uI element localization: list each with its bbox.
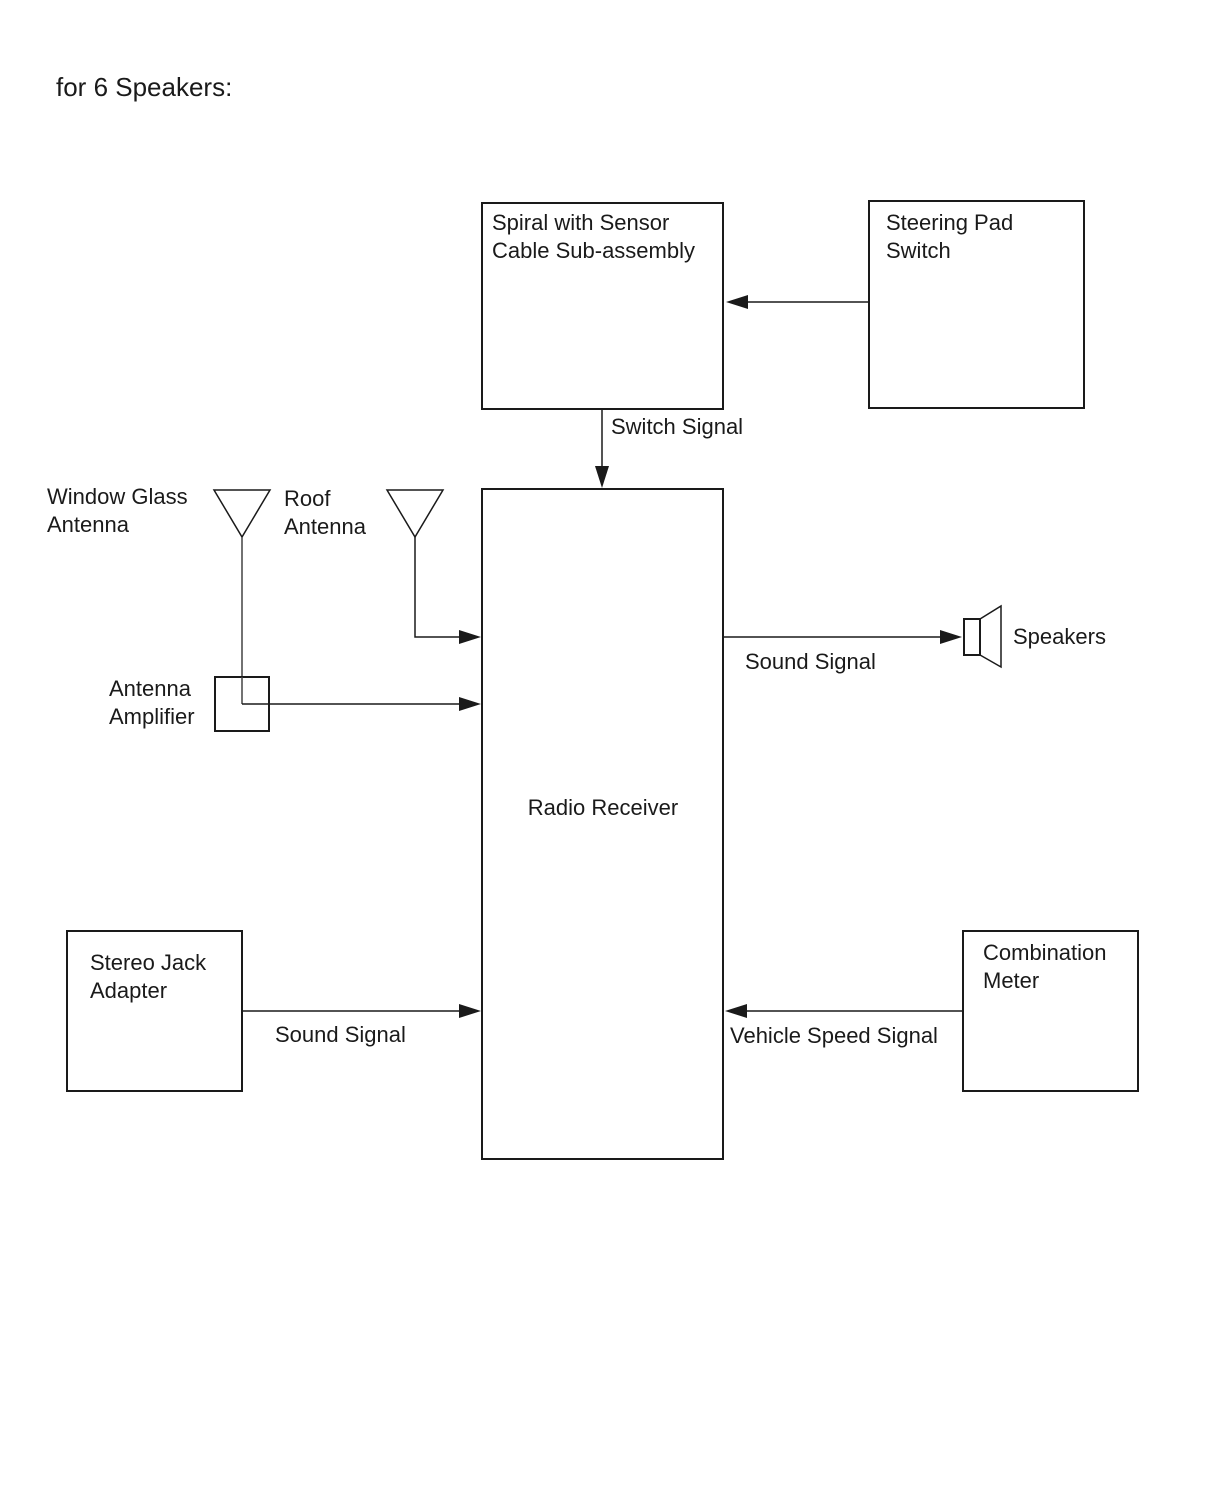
speaker-icon-cone bbox=[979, 604, 1002, 669]
speakers: Speakers bbox=[963, 604, 1106, 669]
spiral-cable-box bbox=[481, 202, 724, 410]
radio-receiver-box bbox=[481, 488, 724, 1160]
speakers-label: Speakers bbox=[1013, 624, 1106, 649]
switch-signal-label: Switch Signal bbox=[611, 414, 743, 439]
steering-to-spiral-connection bbox=[726, 295, 869, 309]
window-glass-antenna: Window Glass Antenna bbox=[47, 484, 272, 704]
radio-receiver-label: Radio Receiver bbox=[528, 795, 678, 820]
roof-antenna-arrowhead bbox=[459, 630, 481, 644]
sound-signal-in-label: Sound Signal bbox=[275, 1022, 406, 1047]
stereo-jack-label-line1: Stereo Jack bbox=[90, 950, 207, 975]
antenna-amplifier-label-line1: Antenna bbox=[109, 676, 192, 701]
stereo-jack-block: Stereo Jack Adapter bbox=[66, 930, 243, 1092]
spiral-cable-label-line2: Cable Sub-assembly bbox=[492, 238, 695, 263]
steering-pad-box bbox=[868, 200, 1085, 409]
window-glass-antenna-label-line1: Window Glass bbox=[47, 484, 188, 509]
steering-pad-label-line1: Steering Pad bbox=[886, 210, 1013, 235]
sound-signal-in-arrowhead bbox=[459, 1004, 481, 1018]
vehicle-speed-signal-arrowhead bbox=[725, 1004, 747, 1018]
stereo-jack-label-line2: Adapter bbox=[90, 978, 167, 1003]
steering-pad-block: Steering Pad Switch bbox=[868, 200, 1085, 409]
combination-meter-label-line2: Meter bbox=[983, 968, 1039, 993]
speaker-icon-body bbox=[963, 618, 981, 656]
switch-signal-connection: Switch Signal bbox=[595, 409, 743, 488]
sound-signal-out-arrowhead bbox=[940, 630, 962, 644]
switch-signal-arrowhead bbox=[595, 466, 609, 488]
stereo-jack-box bbox=[66, 930, 243, 1092]
window-glass-antenna-label-line2: Antenna bbox=[47, 512, 130, 537]
radio-receiver-block: Radio Receiver bbox=[481, 488, 724, 1160]
window-glass-antenna-icon bbox=[212, 489, 272, 539]
antenna-amplifier-arrowhead bbox=[459, 697, 481, 711]
sound-signal-out-connection: Sound Signal bbox=[723, 630, 962, 674]
steering-pad-label-line2: Switch bbox=[886, 238, 951, 263]
sound-signal-out-label: Sound Signal bbox=[745, 649, 876, 674]
vehicle-speed-signal-label: Vehicle Speed Signal bbox=[730, 1023, 938, 1048]
vehicle-speed-signal-connection: Vehicle Speed Signal bbox=[725, 1004, 963, 1048]
roof-antenna-label-line2: Antenna bbox=[284, 514, 367, 539]
spiral-cable-block: Spiral with Sensor Cable Sub-assembly bbox=[481, 202, 724, 410]
antenna-amplifier-label-line2: Amplifier bbox=[109, 704, 195, 729]
combination-meter-label-line1: Combination bbox=[983, 940, 1107, 965]
roof-antenna-icon bbox=[385, 489, 445, 539]
antenna-amplifier: Antenna Amplifier bbox=[109, 676, 481, 732]
sound-signal-in-connection: Sound Signal bbox=[242, 1004, 481, 1047]
roof-antenna-line bbox=[414, 537, 464, 638]
diagram-heading: for 6 Speakers: bbox=[56, 72, 232, 102]
combination-meter-block: Combination Meter bbox=[962, 930, 1139, 1092]
spiral-cable-label-line1: Spiral with Sensor bbox=[492, 210, 669, 235]
roof-antenna: Roof Antenna bbox=[284, 486, 481, 644]
roof-antenna-label-line1: Roof bbox=[284, 486, 331, 511]
combination-meter-box bbox=[962, 930, 1139, 1092]
steering-to-spiral-arrowhead bbox=[726, 295, 748, 309]
